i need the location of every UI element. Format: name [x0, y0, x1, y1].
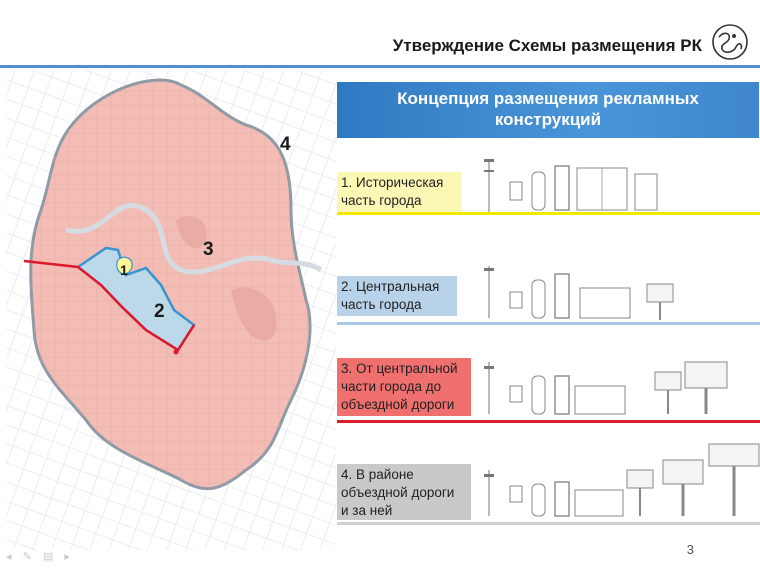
arrow-right-icon[interactable]: ▸: [64, 551, 74, 563]
zone-row-outer: 3. От центральной части города до объезд…: [337, 352, 760, 424]
banner-title-line2: конструкций: [494, 110, 602, 129]
zone-label-4: 4: [280, 134, 291, 155]
banner-title-line1: Концепция размещения рекламных: [397, 89, 699, 108]
zone-line-outer: [337, 420, 760, 423]
zone-label-central: 2. Центральная часть города: [337, 276, 457, 316]
zone-label-1: 1: [120, 262, 128, 278]
ad-structures-historic: [484, 159, 658, 212]
zone-label-historic: 1. Историческая часть города: [337, 172, 461, 214]
ad-structures-outer: [484, 361, 728, 415]
zone-line-historic: [337, 212, 760, 215]
page-number: 3: [686, 542, 694, 557]
concept-banner: Концепция размещения рекламных конструкц…: [337, 82, 759, 138]
slideshow-toolbar: ◂ ✎ ▤ ▸: [6, 550, 74, 563]
zone-row-historic: 1. Историческая часть города: [337, 156, 760, 218]
arrow-left-icon[interactable]: ◂: [6, 551, 16, 563]
menu-icon[interactable]: ▤: [42, 551, 58, 563]
zone-label-bypass: 4. В районе объездной дороги и за ней: [337, 464, 471, 520]
header-divider: [0, 65, 760, 68]
zone-line-bypass: [337, 522, 760, 525]
zone-3-red-boundary: [23, 259, 196, 353]
page-title: Утверждение Схемы размещения РК: [392, 36, 702, 55]
city-zoning-map: 1 2 3 4: [6, 70, 336, 550]
rk-emblem-icon: [712, 24, 748, 60]
ad-structures-bypass: [484, 443, 760, 517]
zone-row-central: 2. Центральная часть города: [337, 262, 760, 326]
ad-structures-central: [484, 266, 674, 320]
zone-line-central: [337, 322, 760, 325]
pen-icon[interactable]: ✎: [22, 551, 36, 563]
zone-label-2: 2: [154, 301, 165, 322]
zone-label-3: 3: [203, 239, 214, 260]
zone-1-area: [116, 256, 133, 275]
zone-label-outer: 3. От центральной части города до объезд…: [337, 358, 471, 416]
zone-row-bypass: 4. В районе объездной дороги и за ней: [337, 430, 760, 526]
